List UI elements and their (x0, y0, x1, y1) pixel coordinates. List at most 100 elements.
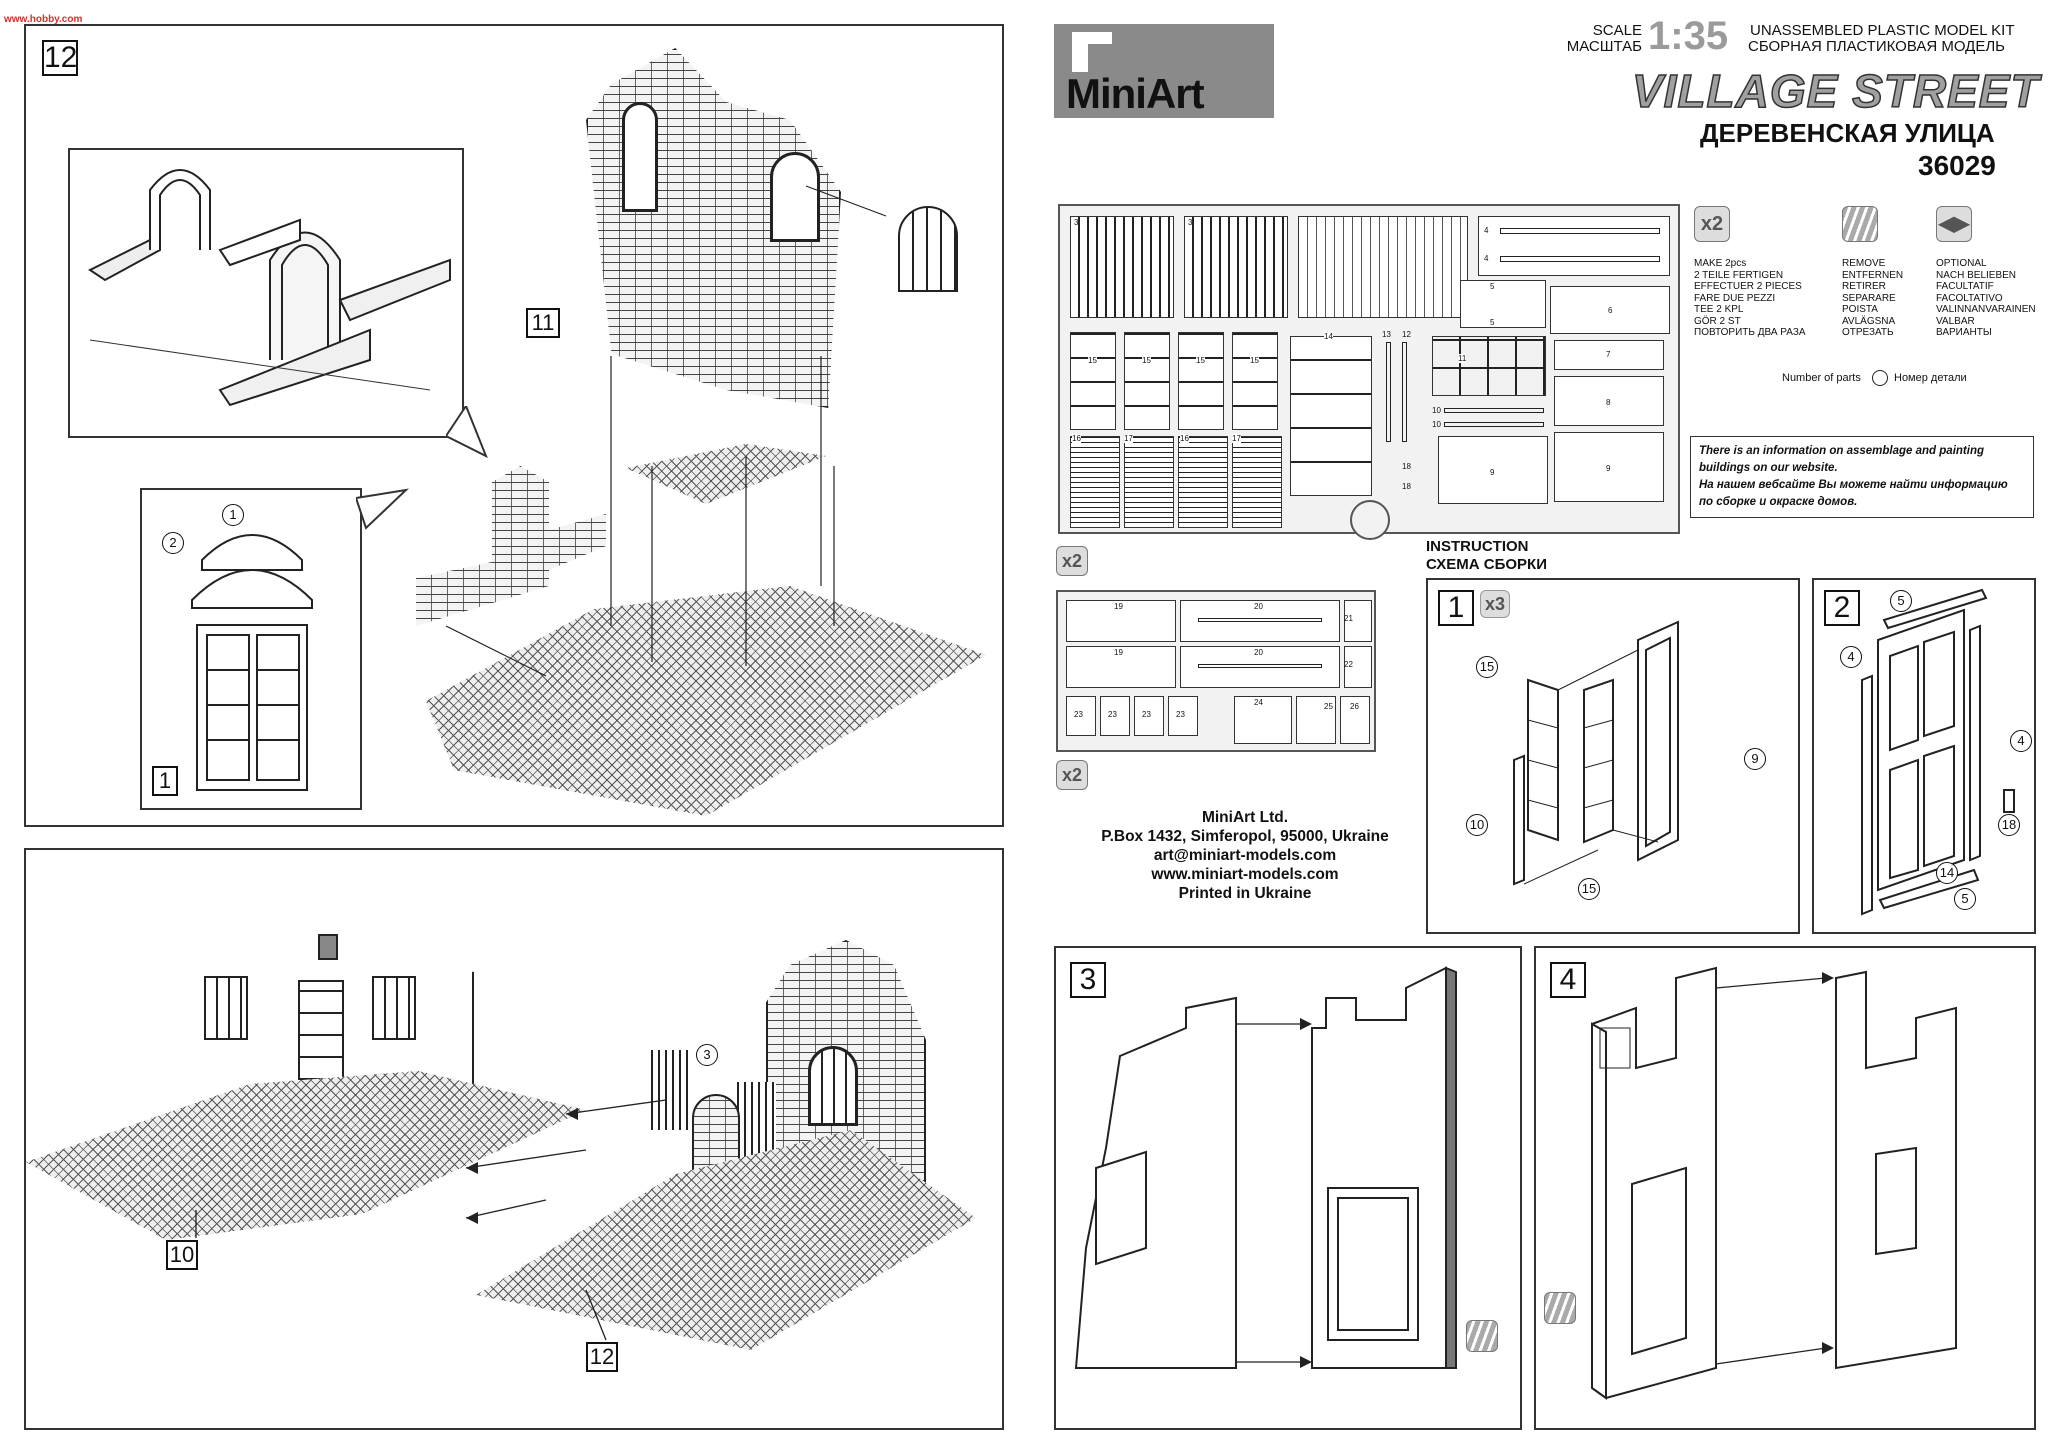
part-beam-4a (1478, 216, 1670, 276)
part-column-19b (1066, 646, 1176, 688)
company-address: P.Box 1432, Simferopol, 95000, Ukraine (1101, 828, 1389, 845)
arches-illustration (88, 169, 451, 407)
rod-20a-bar (1198, 618, 1322, 622)
step-number-12b: 12 (586, 1342, 618, 1372)
kit-type-en: UNASSEMBLED PLASTIC MODEL KIT (1750, 22, 2015, 39)
part-number-26: 26 (1350, 702, 1359, 711)
step-number-4: 4 (1550, 962, 1586, 998)
part-block-23c (1134, 696, 1164, 736)
instruction-label-ru: СХЕМА СБОРКИ (1426, 556, 1547, 573)
tower-window-left (622, 102, 658, 212)
part-number-15c: 15 (1196, 356, 1205, 365)
bar-10b (1444, 422, 1544, 427)
panel-step-1: 1 x3 15 10 15 9 (1426, 578, 1800, 934)
part-number-10b: 10 (1432, 420, 1441, 429)
sprue-frame-bottom: 19 19 20 20 21 22 23 23 23 23 24 25 26 (1056, 590, 1376, 752)
beam-4b-bar (1500, 256, 1660, 262)
step2-callout-5a: 5 (1890, 590, 1912, 612)
part-window-7 (1554, 340, 1664, 370)
legend-remove: REMOVE ENTFERNEN RETIRER SEPARARE POISTA… (1842, 258, 1904, 338)
scale-label-ru: МАСШТАБ (1566, 38, 1642, 55)
part-number-23d: 23 (1176, 710, 1185, 719)
panel-step-12: 12 (24, 24, 1004, 827)
part-number-20b: 20 (1254, 648, 1263, 657)
panel-step-4: 4 (1534, 946, 2036, 1430)
part-number-23b: 23 (1108, 710, 1117, 719)
part-tile-21 (1344, 600, 1372, 642)
callout-pointer-2 (356, 488, 410, 530)
part-beam-5 (1460, 280, 1546, 328)
part-number-15d: 15 (1250, 356, 1259, 365)
part-number-14: 14 (1324, 332, 1333, 341)
company-printed: Printed in Ukraine (1178, 885, 1312, 902)
legend-make-two: MAKE 2pcs 2 TEILE FERTIGEN EFFECTUER 2 P… (1694, 258, 1806, 338)
number-of-parts-en: Number of parts (1782, 372, 1861, 384)
part-door-15a (1070, 332, 1116, 430)
step-number-1: 1 (1438, 590, 1474, 626)
part-number-17a: 17 (1124, 434, 1133, 443)
part-number-5b: 5 (1490, 318, 1495, 327)
company-email: art@miniart-models.com (1153, 847, 1337, 864)
part-block-23a (1066, 696, 1096, 736)
part-shutter-17b (1232, 436, 1282, 528)
ruin-arched-window (808, 1046, 858, 1126)
part-number-4b: 4 (1484, 254, 1489, 263)
step-number-3: 3 (1070, 962, 1106, 998)
part-number-18a: 18 (1402, 462, 1411, 471)
part-number-9b: 9 (1490, 468, 1495, 477)
step-1-illustration (1513, 620, 1679, 886)
logo-text: MiniArt (1066, 70, 1205, 117)
bar-12 (1402, 342, 1407, 442)
panel-step-3: 3 (1054, 946, 1522, 1430)
part-door-15d (1232, 332, 1278, 430)
part-number-21: 21 (1344, 614, 1353, 623)
part-bracket-24 (1234, 696, 1292, 744)
part-tile-22 (1344, 646, 1372, 688)
wall-lamp (318, 934, 338, 960)
part-fence-3b (1184, 216, 1288, 318)
step3-remove-icon (1466, 1320, 1498, 1352)
part-number-22: 22 (1344, 660, 1353, 669)
part-gate-planks (1298, 216, 1468, 318)
number-of-parts-ru: Номер детали (1894, 372, 1967, 384)
inset-arches (68, 148, 464, 438)
step1-callout-9: 9 (1744, 748, 1766, 770)
part-door-15b (1124, 332, 1170, 430)
step2-callout-4b: 4 (2010, 730, 2032, 752)
part-number-4a: 4 (1484, 226, 1489, 235)
part-number-5a: 5 (1490, 282, 1495, 291)
step-2-illustration (1861, 588, 2015, 916)
step-number-1-inset: 1 (152, 766, 178, 796)
watermark-logo: www.hobby.com (4, 14, 83, 25)
scale-label-en: SCALE (1592, 22, 1642, 39)
legend-optional: OPTIONAL NACH BELIEBEN FACULTATIF FACOLT… (1936, 258, 2036, 338)
tower-window-right (770, 152, 820, 242)
scale-value: 1:35 (1648, 14, 1729, 58)
part-window-9b (1438, 436, 1548, 504)
multiplier-sprue-top: x2 (1056, 546, 1088, 576)
number-of-parts-circle (1872, 370, 1888, 386)
part-number-9a: 9 (1606, 464, 1611, 473)
part-number-16a: 16 (1072, 434, 1081, 443)
logo-mark (1072, 32, 1112, 72)
instruction-label-en: INSTRUCTION (1426, 538, 1529, 555)
info-line-3: На нашем вебсайте Вы можете найти информ… (1699, 479, 2008, 491)
info-line-4: по сборке и окраске домов. (1699, 496, 1858, 508)
step-number-12: 12 (42, 40, 78, 76)
step-number-10: 10 (166, 1240, 198, 1270)
kit-number: 36029 (1918, 150, 1996, 181)
website-info-note: There is an information on assemblage an… (1690, 436, 2034, 518)
part-number-13: 13 (1382, 330, 1391, 339)
panel-final-assembly: 3 10 12 (24, 848, 1004, 1430)
part-window-8 (1554, 376, 1664, 426)
sprue-frame-top: 3 3 4 4 5 5 6 7 8 9 9 10 10 11 12 13 14 … (1058, 204, 1680, 540)
part-number-10a: 10 (1432, 406, 1441, 415)
step2-callout-14: 14 (1936, 862, 1958, 884)
part-number-23c: 23 (1142, 710, 1151, 719)
bar-10a (1444, 408, 1544, 413)
part-number-8: 8 (1606, 398, 1611, 407)
step-3-illustration (1074, 966, 1457, 1369)
callout-3: 3 (696, 1044, 718, 1066)
step2-callout-4a: 4 (1840, 646, 1862, 668)
step-number-11: 11 (526, 308, 560, 338)
